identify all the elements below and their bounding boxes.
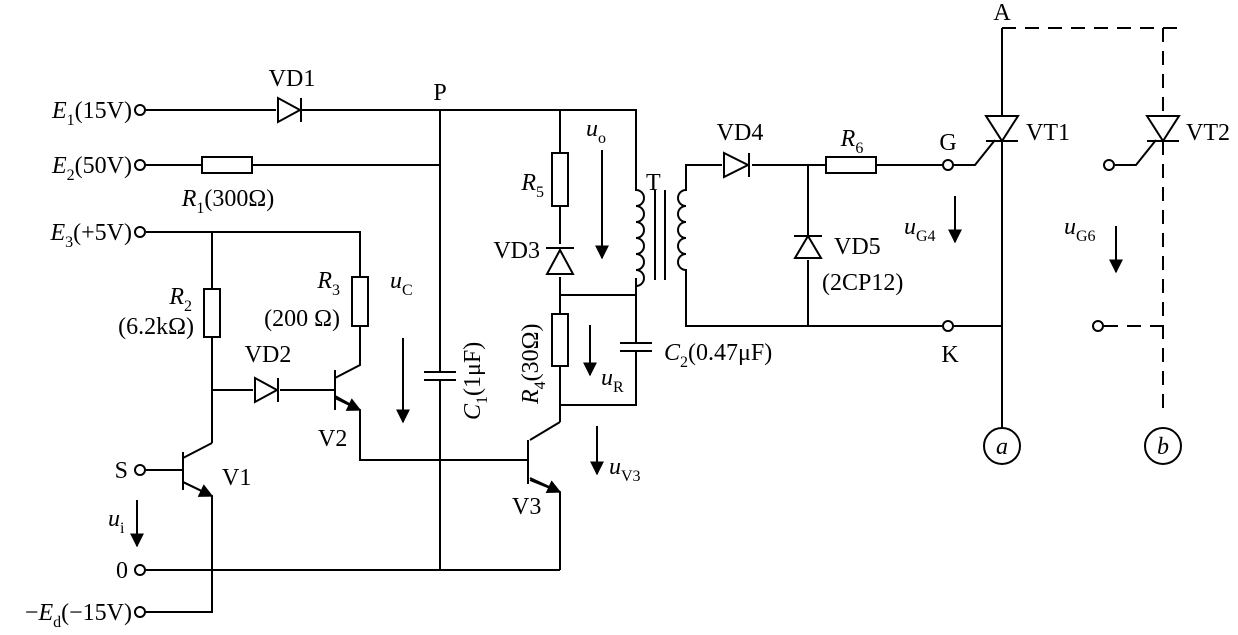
label-ed: −Ed(−15V): [25, 600, 132, 631]
resistor-r6: [825, 156, 877, 174]
label-e1: E1(15V): [51, 98, 132, 129]
v2-emitter-line: [334, 395, 528, 461]
label-r5: R5: [520, 170, 544, 201]
label-vd5: VD5: [834, 234, 881, 260]
thyristors: [984, 115, 1181, 143]
terminal-vt2-gate: [1103, 159, 1115, 171]
terminals: [134, 104, 1115, 618]
terminal-ed: [134, 606, 146, 618]
vt1-gate-lead: [954, 139, 996, 166]
transformer-t: [635, 125, 687, 288]
label-c1: C1(1μF): [460, 342, 491, 420]
label-s: S: [115, 458, 128, 484]
vt2-gate-lead: [1115, 139, 1157, 166]
label-vd5-type: (2CP12): [822, 270, 903, 296]
resistor-r2: [203, 288, 221, 338]
resistor-r3: [351, 276, 369, 327]
label-r4: R4(30Ω): [518, 324, 549, 406]
label-vd4: VD4: [717, 120, 764, 146]
terminal-k: [942, 320, 954, 332]
label-r2-sym: R2: [168, 284, 192, 315]
label-e3: E3(+5V): [49, 220, 132, 251]
label-vd3: VD3: [493, 238, 540, 264]
diode-vd5: [793, 234, 823, 259]
diode-vd2: [254, 376, 280, 404]
terminal-e2: [134, 159, 146, 171]
e1-line: [146, 109, 637, 125]
label-vd1: VD1: [269, 66, 316, 92]
diodes: [254, 96, 823, 404]
e3-line: [146, 231, 361, 289]
label-ui: ui: [108, 506, 125, 537]
wires: [146, 27, 1185, 613]
label-g: G: [939, 130, 956, 156]
component-labels: VD1 VD2 VD3 VD4 VD5 (2CP12) R1(300Ω) R2 …: [118, 66, 1230, 520]
terminal-s: [134, 464, 146, 476]
label-r3-val: (200 Ω): [264, 306, 340, 332]
label-uc: uC: [390, 268, 413, 299]
node-labels: P A G K: [433, 0, 1011, 368]
node-circle-b: [1144, 427, 1182, 465]
label-p: P: [433, 80, 446, 106]
terminal-vt2-k: [1092, 320, 1104, 332]
vt2-dashed-lines: [1002, 27, 1185, 413]
circle-a-label: a: [996, 434, 1008, 460]
label-k: K: [941, 342, 959, 368]
transformer-secondary: [677, 172, 687, 280]
label-v1: V1: [222, 465, 251, 491]
voltage-arrows: [130, 150, 1123, 548]
label-v3: V3: [512, 494, 541, 520]
thyristor-vt2: [1145, 115, 1181, 143]
diode-vd3: [545, 247, 575, 275]
diode-vd4: [723, 151, 751, 179]
resistor-r5: [551, 152, 569, 207]
transistors: [170, 370, 562, 497]
diode-vd1: [277, 96, 303, 124]
label-ur: uR: [601, 365, 624, 396]
terminal-labels: E1(15V) E2(50V) E3(+5V) S 0 −Ed(−15V): [25, 98, 132, 631]
label-ug6: uG6: [1064, 214, 1096, 245]
terminal-e3: [134, 226, 146, 238]
circle-b-label: b: [1157, 434, 1169, 460]
primary-column: [560, 278, 637, 406]
label-uo: uo: [586, 116, 606, 147]
secondary-side: [685, 164, 809, 327]
resistor-r1: [201, 156, 253, 174]
resistors: [201, 152, 877, 367]
node-circle-a: [983, 427, 1021, 465]
label-v2: V2: [318, 426, 347, 452]
label-ug4: uG4: [904, 214, 936, 245]
label-r6: R6: [840, 126, 864, 157]
r2-vd2-line: [211, 337, 334, 443]
label-r2-val: (6.2kΩ): [118, 314, 194, 340]
v1-ce-lines: [146, 442, 213, 613]
label-vd2: VD2: [245, 342, 292, 368]
label-zero: 0: [116, 558, 128, 584]
label-e2: E2(50V): [51, 153, 132, 184]
label-t: T: [646, 170, 661, 196]
label-vt1: VT1: [1026, 120, 1070, 146]
terminal-zero: [134, 564, 146, 576]
terminal-e1: [134, 104, 146, 116]
label-r3-sym: R3: [316, 268, 340, 299]
transformer-primary: [635, 125, 645, 288]
terminal-g: [942, 159, 954, 171]
resistor-r4: [551, 313, 569, 367]
thyristor-vt1: [984, 115, 1020, 143]
voltage-labels: uC uo uR uV3 uG4 uG6 ui: [108, 116, 1096, 537]
label-a: A: [993, 0, 1011, 26]
label-uv3: uV3: [609, 454, 641, 485]
r3-v2-collector: [334, 326, 361, 379]
label-c2: C2(0.47μF): [664, 340, 772, 371]
label-vt2: VT2: [1186, 120, 1230, 146]
label-r1: R1(300Ω): [181, 186, 275, 217]
capacitors: [424, 330, 652, 381]
node-circles: a b: [983, 427, 1182, 465]
